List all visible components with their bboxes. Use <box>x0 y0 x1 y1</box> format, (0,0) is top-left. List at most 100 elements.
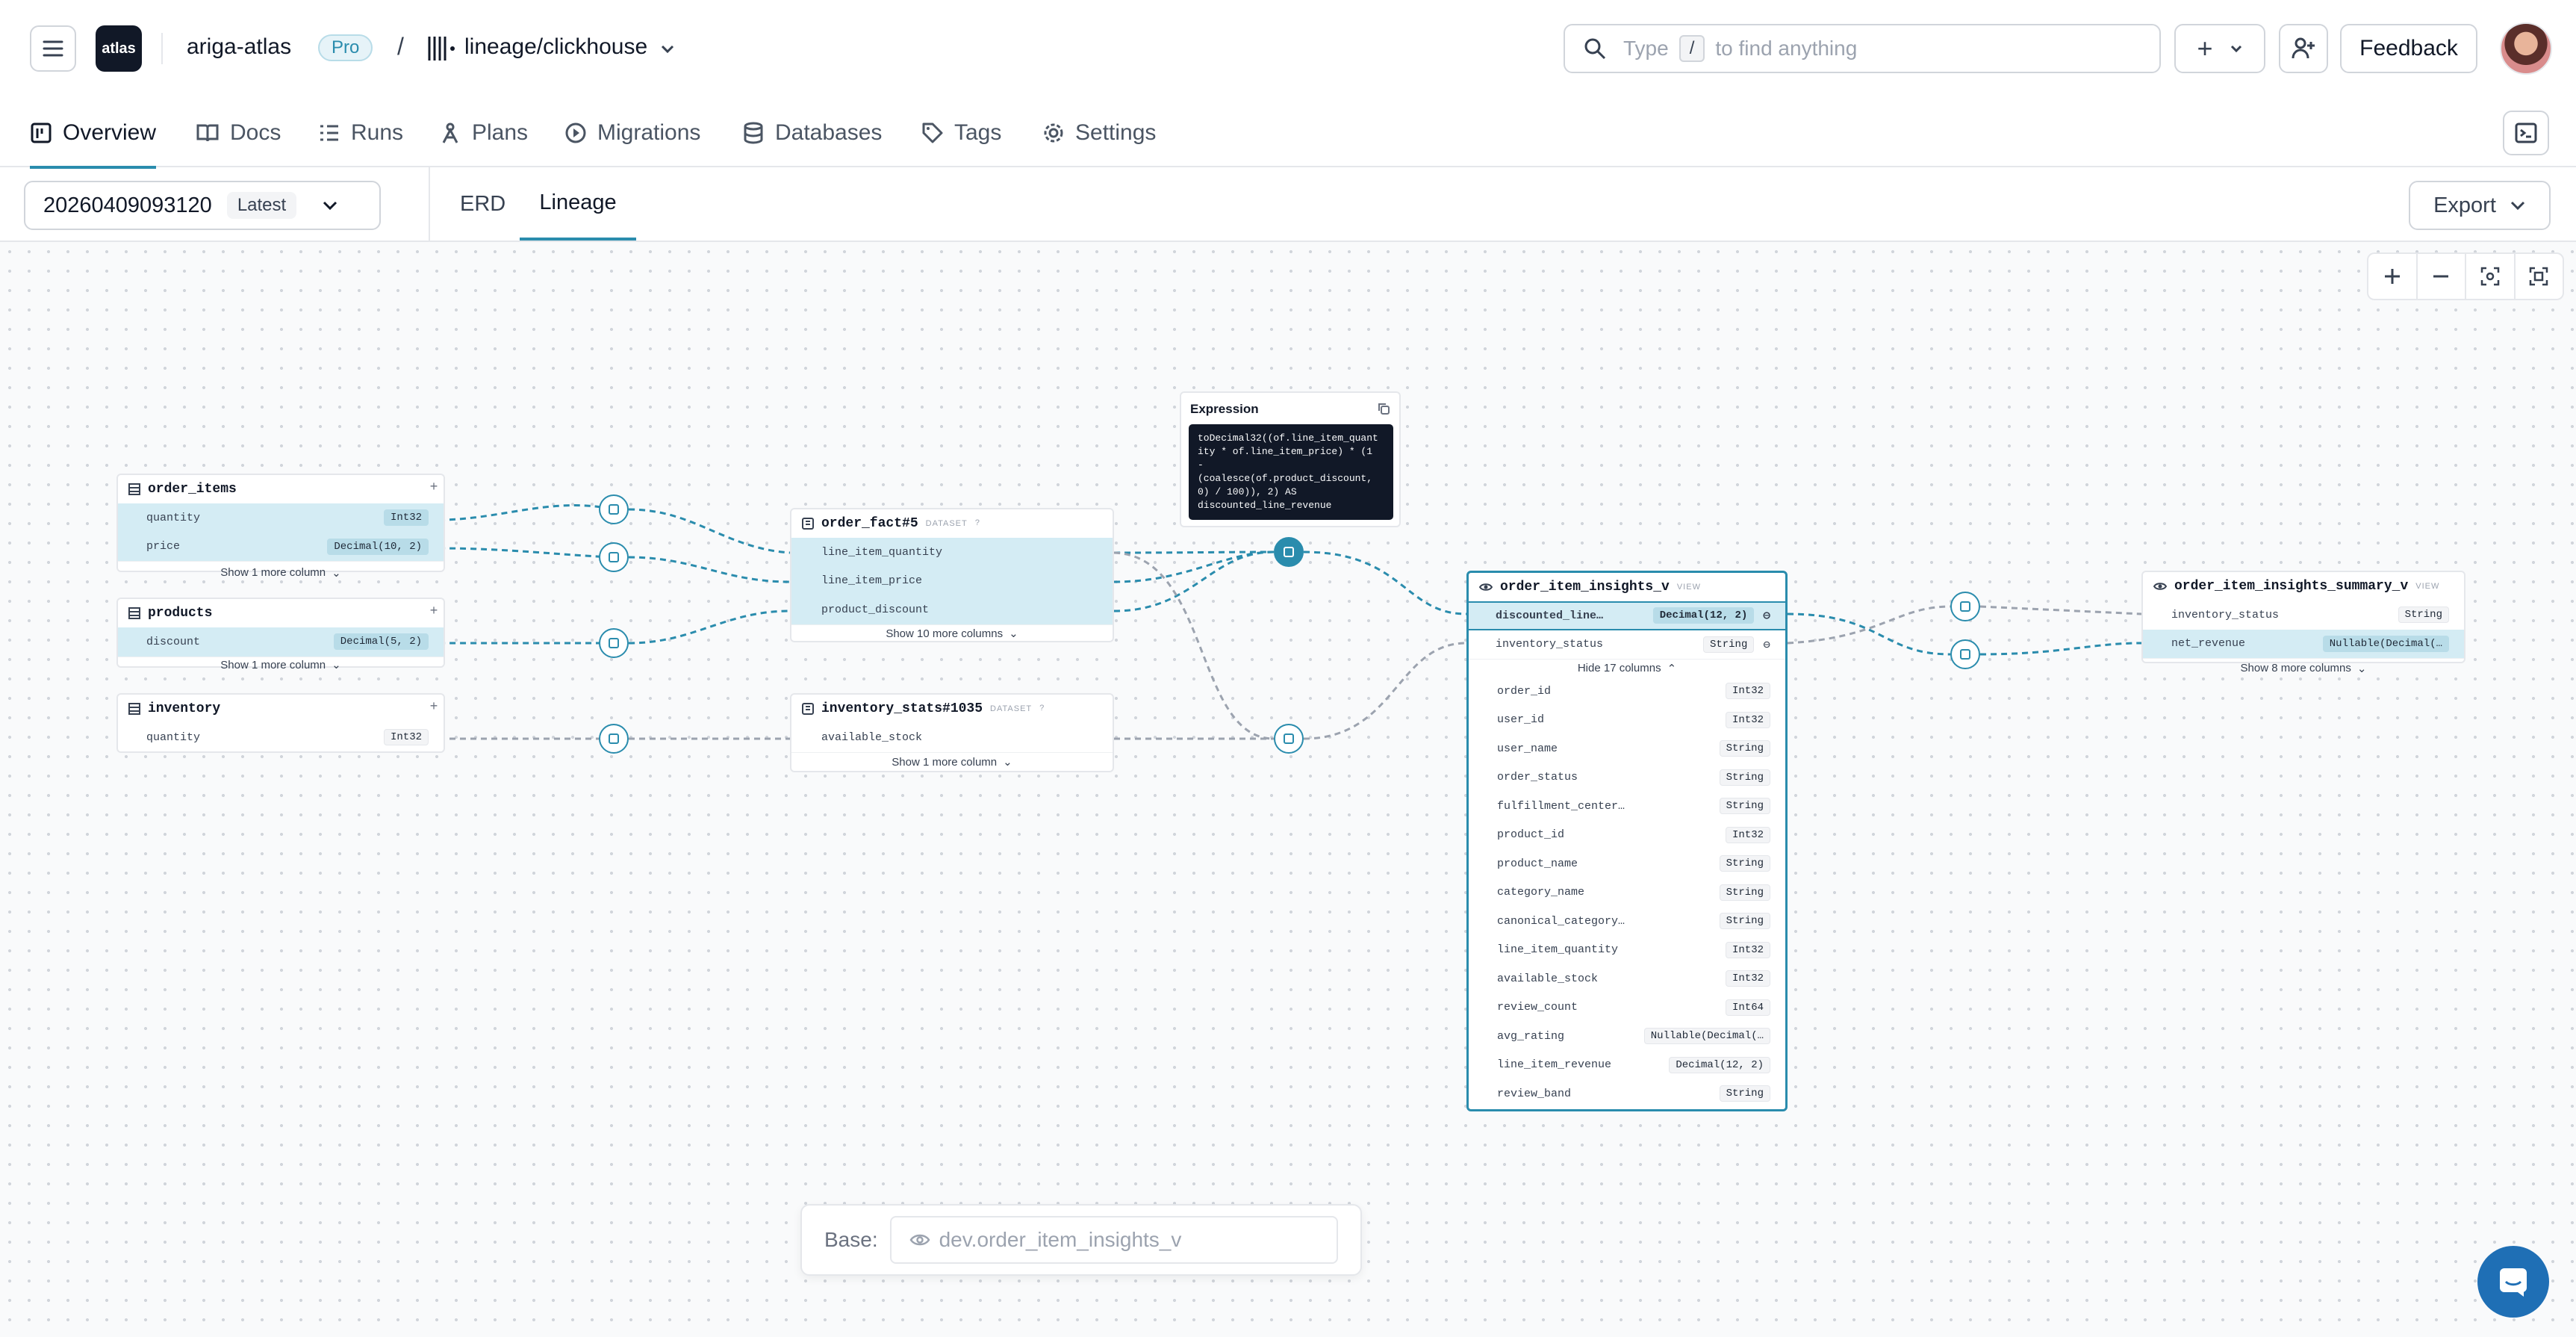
tab-label: Databases <box>775 120 883 145</box>
tab-erd[interactable]: ERD <box>460 167 505 241</box>
column-type: Int32 <box>1725 826 1770 843</box>
column-row[interactable]: fulfillment_center…String <box>1469 792 1785 821</box>
column-row[interactable]: canonical_category…String <box>1469 907 1785 936</box>
org-name[interactable]: ariga-atlas <box>187 34 292 59</box>
dataset-node-order-fact[interactable]: order_fact#5 DATASET ? line_item_quantit… <box>790 508 1114 642</box>
version-selector[interactable]: 20260409093120 Latest <box>24 181 381 230</box>
chat-button[interactable] <box>2477 1246 2549 1318</box>
column-name: net_revenue <box>2171 637 2246 651</box>
function-node-selected[interactable] <box>1274 537 1304 567</box>
export-button[interactable]: Export <box>2409 181 2551 230</box>
tab-overview[interactable]: Overview <box>30 99 157 169</box>
function-node[interactable] <box>599 724 629 754</box>
invite-user-button[interactable] <box>2279 24 2328 73</box>
repo-name[interactable]: lineage/clickhouse <box>464 34 648 59</box>
function-node[interactable] <box>1950 592 1980 621</box>
tab-runs[interactable]: Runs <box>318 99 403 167</box>
column-row-selected[interactable]: discounted_line… Decimal(12, 2)⊖ <box>1469 601 1785 630</box>
column-row[interactable]: line_item_quantity <box>791 538 1113 567</box>
function-icon <box>1960 601 1970 612</box>
tab-settings[interactable]: Settings <box>1042 99 1156 167</box>
help-icon[interactable]: ? <box>974 519 980 528</box>
search-input[interactable]: Type / to find anything <box>1564 24 2161 73</box>
fit-view-button[interactable] <box>2516 254 2563 299</box>
new-button[interactable]: + <box>2174 24 2265 73</box>
column-row[interactable]: line_item_price <box>791 566 1113 595</box>
focus-button[interactable] <box>2466 254 2516 299</box>
show-more-columns[interactable]: Show 10 more columns⌄ <box>791 624 1113 642</box>
column-row[interactable]: review_band String <box>1469 1079 1785 1108</box>
show-more-columns[interactable]: Show 1 more column⌄ <box>118 656 444 673</box>
hide-columns[interactable]: Hide 17 columns⌃ <box>1469 659 1785 677</box>
function-node[interactable] <box>599 494 629 524</box>
zoom-out-button[interactable] <box>2418 254 2466 299</box>
remove-circle-icon[interactable]: ⊖ <box>1763 609 1770 624</box>
expand-icon[interactable]: + <box>429 698 438 713</box>
expand-icon[interactable]: + <box>429 479 438 494</box>
menu-button[interactable] <box>30 25 76 72</box>
function-node[interactable] <box>1950 639 1980 669</box>
tab-tags[interactable]: Tags <box>921 99 1001 167</box>
show-more-columns[interactable]: Show 8 more columns⌄ <box>2143 658 2464 677</box>
zoom-in-button[interactable] <box>2368 254 2418 299</box>
lineage-toolbar: 20260409093120 Latest ERD Lineage Export <box>0 167 2576 242</box>
column-row[interactable]: available_stock <box>791 723 1113 752</box>
copy-icon[interactable] <box>1377 402 1390 415</box>
column-type: String <box>1719 1085 1770 1102</box>
tab-docs[interactable]: Docs <box>196 99 281 167</box>
node-title: order_item_insights_v <box>1500 580 1670 595</box>
remove-circle-icon[interactable]: ⊖ <box>1763 638 1770 652</box>
show-more-columns[interactable]: Show 1 more column⌄ <box>791 751 1113 772</box>
feedback-button[interactable]: Feedback <box>2340 24 2477 73</box>
tab-lineage[interactable]: Lineage <box>520 167 636 241</box>
dataset-node-inventory-stats[interactable]: inventory_stats#1035 DATASET ? available… <box>790 693 1114 772</box>
atlas-logo[interactable]: atlas <box>96 25 142 72</box>
view-node-order-item-insights-summary[interactable]: order_item_insights_summary_v VIEW inven… <box>2141 571 2465 675</box>
function-node[interactable] <box>599 628 629 658</box>
terminal-button[interactable] <box>2503 111 2549 155</box>
overview-icon <box>31 122 52 143</box>
tab-migrations[interactable]: Migrations <box>564 99 700 167</box>
column-row[interactable]: inventory_status String⊖ <box>1469 630 1785 660</box>
tab-plans[interactable]: Plans <box>439 99 528 167</box>
lineage-canvas[interactable]: Expression toDecimal32((of.line_item_qua… <box>0 242 2576 1337</box>
node-kind: VIEW <box>1676 583 1701 592</box>
chevron-down-icon[interactable] <box>660 44 675 55</box>
column-type: String <box>1719 855 1770 872</box>
base-input[interactable]: dev.order_item_insights_v <box>889 1216 1338 1264</box>
node-header: order_fact#5 DATASET ? <box>791 509 1113 538</box>
view-node-order-item-insights[interactable]: order_item_insights_v VIEW discounted_li… <box>1466 571 1788 1111</box>
help-icon[interactable]: ? <box>1039 704 1045 713</box>
chevron-down-icon <box>2510 201 2524 211</box>
function-node[interactable] <box>1274 724 1304 754</box>
avatar[interactable] <box>2500 22 2552 75</box>
expand-icon[interactable]: + <box>429 603 438 618</box>
function-node[interactable] <box>599 542 629 572</box>
show-more-columns[interactable]: Show 1 more column⌄ <box>118 561 444 583</box>
chat-icon <box>2500 1268 2527 1297</box>
column-row[interactable]: product_discount <box>791 595 1113 624</box>
column-name: review_band <box>1497 1087 1572 1100</box>
tab-databases[interactable]: Databases <box>742 99 882 167</box>
